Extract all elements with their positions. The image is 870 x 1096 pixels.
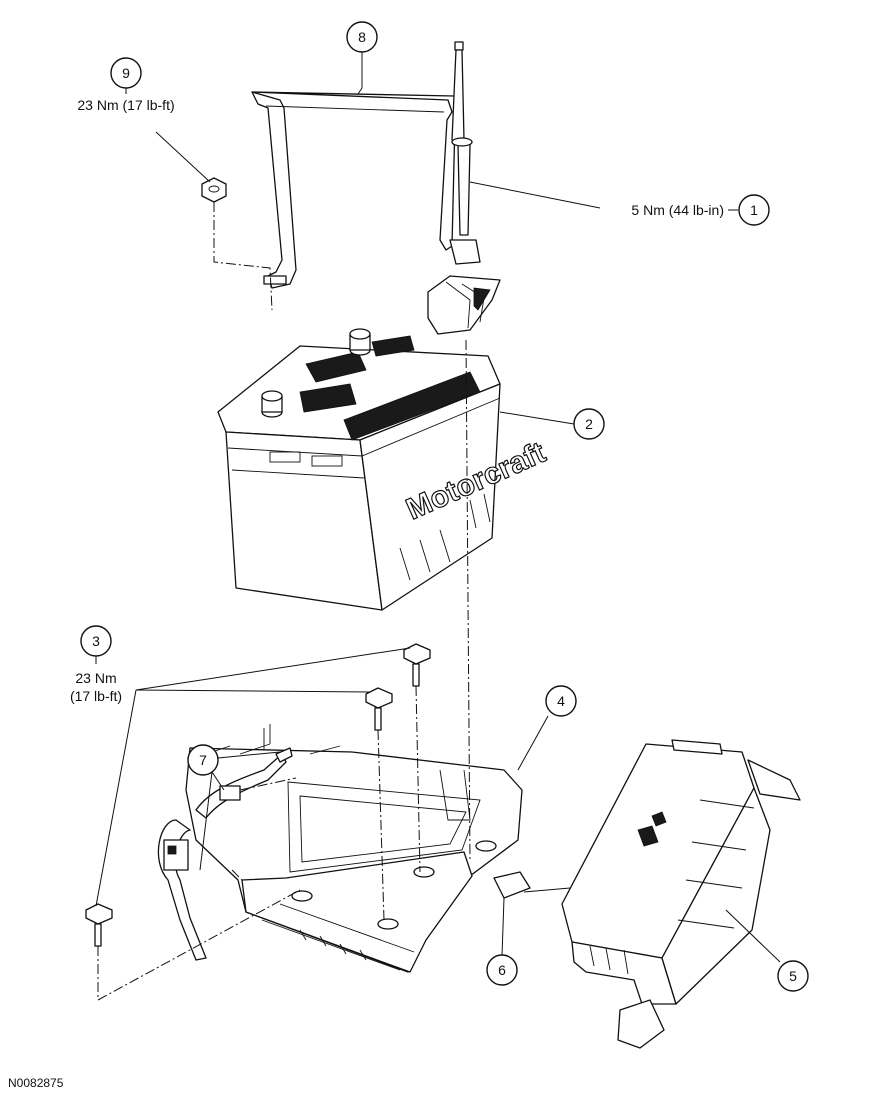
figure-reference-number: N0082875: [8, 1076, 64, 1090]
callout-7: 7: [187, 744, 219, 776]
battery-post-positive: [349, 328, 371, 356]
svg-text:3: 3: [92, 633, 100, 649]
battery-hold-down-strap: [251, 91, 461, 289]
svg-text:8: 8: [358, 29, 366, 45]
torque-spec-9: 23 Nm (17 lb-ft): [77, 97, 174, 113]
callout-8: 8: [346, 21, 378, 53]
battery-tray: [185, 743, 523, 973]
battery-junction-box: [561, 739, 801, 1049]
svg-text:6: 6: [498, 962, 506, 978]
svg-text:2: 2: [585, 416, 593, 432]
tray-bolt-upper: [403, 643, 431, 687]
battery-post-negative: [261, 390, 283, 418]
alignment-lines: [97, 202, 471, 1001]
battery: Motorcraft: [217, 328, 551, 611]
leader-lines: [95, 52, 781, 963]
svg-text:4: 4: [557, 693, 565, 709]
svg-text:9: 9: [122, 65, 130, 81]
tray-bolt-middle: [365, 687, 393, 731]
torque-spec-3-lbft: (17 lb-ft): [70, 688, 122, 704]
callout-2: 2: [573, 408, 605, 440]
callout-5: 5: [777, 960, 809, 992]
svg-text:5: 5: [789, 968, 797, 984]
callout-6: 6: [486, 954, 518, 986]
torque-spec-1: 5 Nm (44 lb-in): [631, 202, 724, 218]
callout-4: 4: [545, 685, 577, 717]
callout-3: 3: [80, 625, 112, 657]
svg-text:1: 1: [750, 202, 758, 218]
callout-1: 1: [738, 194, 770, 226]
torque-spec-3-nm: 23 Nm: [75, 670, 116, 686]
wiring-harness: [157, 724, 293, 961]
strap-nut: [201, 177, 227, 203]
callout-9: 9: [110, 57, 142, 89]
ground-terminal-bracket: [493, 871, 531, 899]
hold-down-rod: [449, 41, 481, 265]
svg-text:7: 7: [199, 752, 207, 768]
terminal-cover: [427, 275, 501, 335]
tray-bolt-lower: [85, 903, 113, 947]
